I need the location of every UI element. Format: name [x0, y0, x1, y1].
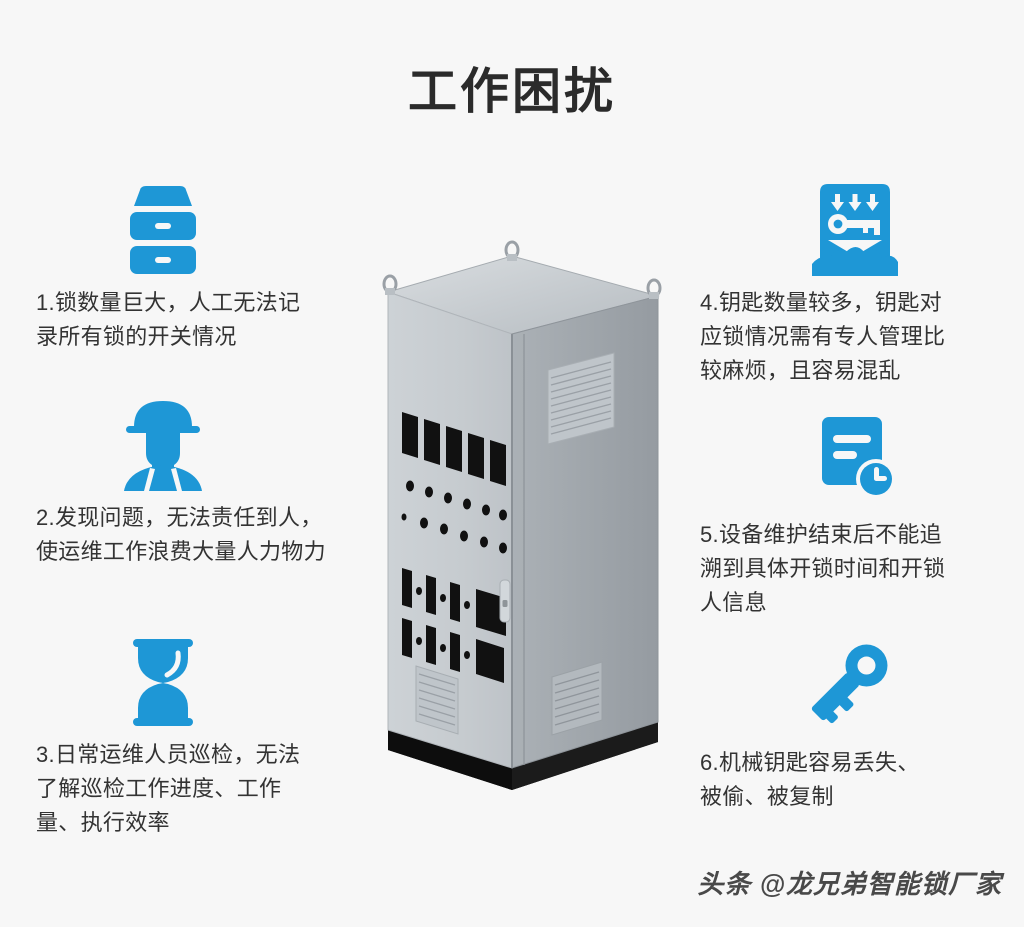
problem-item-3-text: 3.日常运维人员巡检，无法 了解巡检工作进度、工作 量、执行效率 [36, 742, 301, 835]
problem-item-1: 1.锁数量巨大，人工无法记 录所有锁的开关情况 [36, 180, 366, 354]
problem-item-5: 5.设备维护结束后不能追 溯到具体开锁时间和开锁 人信息 [700, 412, 1024, 620]
cabinet-door-handle [499, 579, 511, 623]
problem-item-2-text: 2.发现问题，无法责任到人， 使运维工作浪费大量人力物力 [36, 505, 326, 564]
problem-item-2: 2.发现问题，无法责任到人， 使运维工作浪费大量人力物力 [36, 395, 366, 569]
problem-item-4-text: 4.钥匙数量较多，钥匙对 应锁情况需有专人管理比 较麻烦，且容易混乱 [700, 290, 946, 383]
key-icon [800, 640, 910, 740]
watermark: 头条 @龙兄弟智能锁厂家 [697, 869, 1002, 899]
electrical-control-cabinet [352, 230, 672, 830]
document-clock-icon [800, 412, 910, 512]
hourglass-icon [108, 632, 218, 732]
problem-item-6-text: 6.机械钥匙容易丢失、 被偷、被复制 [700, 750, 920, 809]
problem-item-6: 6.机械钥匙容易丢失、 被偷、被复制 [700, 640, 1024, 814]
problem-item-3: 3.日常运维人员巡检，无法 了解巡检工作进度、工作 量、执行效率 [36, 632, 366, 840]
page-title: 工作困扰 [407, 65, 616, 119]
worker-helmet-icon [108, 395, 218, 495]
server-stack-icon [108, 180, 218, 280]
problem-item-1-text: 1.锁数量巨大，人工无法记 录所有锁的开关情况 [36, 290, 301, 349]
problem-item-5-text: 5.设备维护结束后不能追 溯到具体开锁时间和开锁 人信息 [700, 522, 946, 615]
key-deposit-cloud-icon [800, 180, 910, 280]
problem-item-4: 4.钥匙数量较多，钥匙对 应锁情况需有专人管理比 较麻烦，且容易混乱 [700, 180, 1024, 388]
